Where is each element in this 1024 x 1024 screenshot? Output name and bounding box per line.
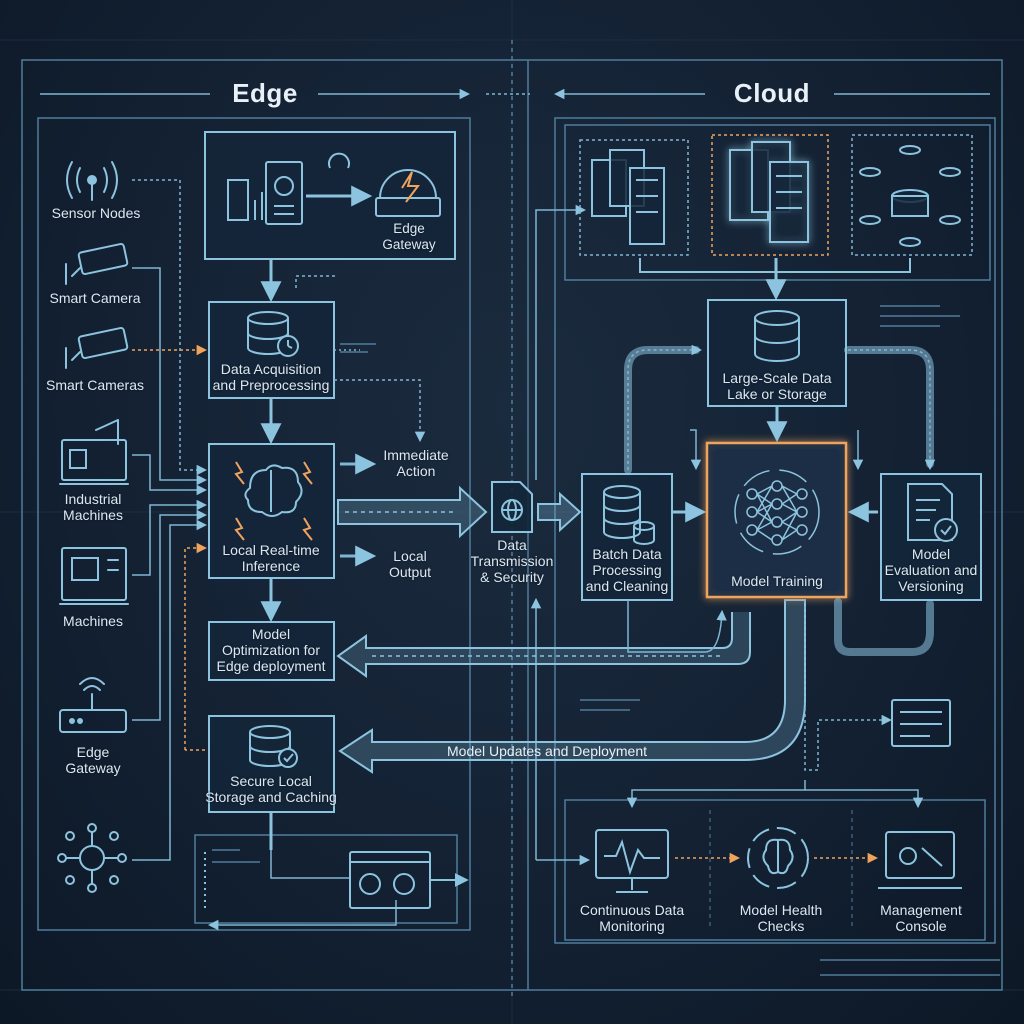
secure-document-icon <box>491 481 533 533</box>
industrial-machines-label: Industrial Machines <box>63 491 123 523</box>
management-laptop-icon <box>878 831 962 889</box>
refresh-icon <box>328 152 350 169</box>
sensor-node-icon <box>66 161 118 201</box>
storage-box <box>208 715 335 813</box>
edge-bottom-tools <box>194 834 458 924</box>
optimization-return-arrow <box>336 612 751 678</box>
brain-icon <box>234 461 313 541</box>
immediate-action-label: Immediate Action <box>383 447 449 479</box>
data-lake-label: Large-Scale Data Lake or Storage <box>722 370 832 402</box>
database-check-icon <box>249 725 298 768</box>
server-rack-icon <box>591 149 665 245</box>
sensor-nodes-label: Sensor Nodes <box>51 205 141 221</box>
battery-chart-icon <box>227 179 263 221</box>
monitoring-label: Continuous Data Monitoring <box>579 902 685 934</box>
database-network-icon <box>859 145 961 247</box>
edge-section-title: Edge <box>232 78 298 108</box>
cloud-monitoring-group <box>564 799 986 941</box>
gateway-gear-icon <box>375 169 441 217</box>
transmission-label: Data Transmission & Security <box>470 537 554 585</box>
storage-label: Secure Local Storage and Caching <box>205 773 337 805</box>
inference-label: Local Real-time Inference <box>222 542 320 574</box>
optimization-label: Model Optimization for Edge deployment <box>216 626 326 674</box>
edge-gateway-label: Edge Gateway <box>382 221 436 252</box>
cloud-section-title: Cloud <box>733 78 811 108</box>
model-updates-label: Model Updates and Deployment <box>446 743 648 759</box>
cloud-panel <box>554 117 996 944</box>
monitor-waveform-icon <box>595 829 669 893</box>
device-panel-icon <box>265 161 303 225</box>
acquisition-label: Data Acquisition and Preprocessing <box>212 361 330 393</box>
health-brain-icon <box>747 827 809 889</box>
tools-window-icon <box>349 851 431 909</box>
folder-config-icon <box>891 699 951 747</box>
smart-cameras-label: Smart Cameras <box>45 377 145 393</box>
data-lake-box <box>707 299 847 407</box>
industrial-machine-icon <box>59 419 129 485</box>
evaluation-box <box>880 473 982 601</box>
machines-label: Machines <box>63 613 123 629</box>
smart-camera-icon <box>65 243 129 285</box>
transmission-arrow <box>337 485 582 539</box>
database-clock-icon <box>247 311 299 357</box>
evaluation-label: Model Evaluation and Versioning <box>884 546 978 594</box>
console-label: Management Console <box>880 902 962 934</box>
smart-cameras-icon <box>65 327 129 369</box>
server-cluster-icon <box>729 141 809 243</box>
health-checks-label: Model Health Checks <box>739 902 823 934</box>
edge-gateway-source-label: Edge Gateway <box>65 744 121 776</box>
local-output-label: Local Output <box>388 548 432 580</box>
batch-label: Batch Data Processing and Cleaning <box>585 546 669 594</box>
training-label: Model Training <box>731 573 823 589</box>
training-box <box>705 441 848 599</box>
neural-network-icon <box>734 469 820 555</box>
evaluation-document-icon <box>907 483 958 542</box>
smart-camera-label: Smart Camera <box>49 290 141 306</box>
edge-gateway-router-icon <box>59 677 127 733</box>
edge-panel <box>37 117 471 931</box>
optimization-box <box>208 621 335 681</box>
sensor-hub-icon <box>57 823 127 893</box>
model-updates-arrow <box>338 599 806 774</box>
machine-icon <box>59 547 129 605</box>
data-lake-icon <box>754 310 800 362</box>
batch-database-icon <box>603 485 655 545</box>
